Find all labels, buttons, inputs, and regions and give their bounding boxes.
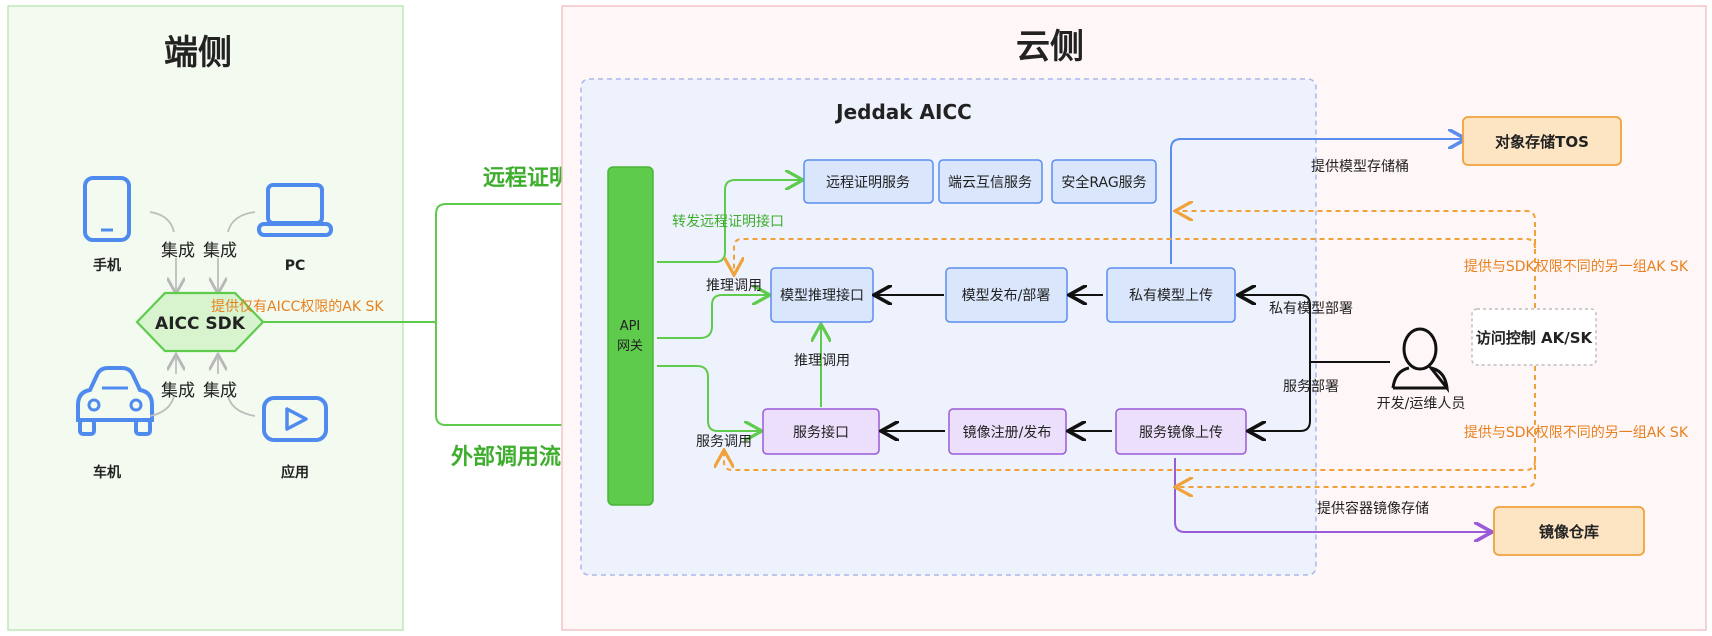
access-control-ak-sk-label: 访问控制 AK/SK [1476, 329, 1594, 347]
operator-label: 开发/运维人员 [1377, 396, 1466, 412]
api-gateway [607, 166, 654, 506]
car-label: 车机 [93, 464, 121, 481]
image-register-publish-label: 镜像注册/发布 [963, 425, 1052, 441]
model-storage-bucket-label: 提供模型存储桶 [1311, 159, 1409, 175]
integration-connectors [149, 211, 256, 417]
integrate-label-bottom-right: 集成 [203, 381, 237, 401]
image-storage-arrow [1174, 458, 1490, 532]
phone-icon [83, 176, 131, 242]
model-publish-deploy-label: 模型发布/部署 [962, 288, 1051, 304]
object-storage-tos-label: 对象存储TOS [1495, 133, 1589, 151]
secure-rag-service [1051, 159, 1157, 204]
cloud-side-title: 云侧 [1016, 27, 1084, 67]
image-registry-label: 镜像仓库 [1539, 523, 1599, 541]
edge-cloud-trust-service [938, 159, 1043, 204]
sdk-ak-sk-note: 提供仅有AICC权限的AK SK [211, 299, 384, 315]
jeddak-aicc-region [580, 78, 1317, 576]
container-image-storage-label: 提供容器镜像存储 [1317, 500, 1429, 517]
sdk-to-gateway-flow [263, 204, 604, 425]
laptop-icon [257, 183, 333, 237]
service-image-upload-label: 服务镜像上传 [1139, 425, 1223, 441]
image-registry [1493, 506, 1645, 556]
app-label: 应用 [281, 464, 309, 481]
edge-cloud-trust-service-label: 端云互信服务 [948, 175, 1032, 191]
integrate-label-bottom-left: 集成 [161, 381, 195, 401]
person-icon [1391, 327, 1450, 394]
other-ak-sk-label-bottom: 提供与SDK权限不同的另一组AK SK [1464, 425, 1689, 441]
model-inference-api-label: 模型推理接口 [780, 287, 864, 304]
remote-attestation-service-label: 远程证明服务 [826, 175, 910, 191]
other-ak-sk-label-top: 提供与SDK权限不同的另一组AK SK [1464, 259, 1689, 275]
device-side-title: 端侧 [164, 33, 232, 73]
infer-call-vertical-label: 推理调用 [794, 353, 850, 369]
integrate-label-top-left: 集成 [161, 241, 195, 261]
remote-attestation-flow-label: 远程证明 [483, 166, 571, 191]
model-storage-arrow [1170, 139, 1464, 264]
pipeline-arrows [876, 295, 1390, 431]
private-model-deploy-label: 私有模型部署 [1269, 301, 1353, 317]
service-api-label: 服务接口 [793, 424, 849, 441]
jeddak-aicc-title: Jeddak AICC [834, 100, 972, 124]
private-model-upload [1106, 267, 1236, 323]
access-control-ak-sk [1471, 308, 1597, 366]
car-icon [76, 366, 154, 436]
infer-call-label: 推理调用 [706, 278, 762, 294]
service-call-label: 服务调用 [696, 434, 752, 450]
api-gateway-label-line2: 网关 [617, 339, 643, 354]
phone-label: 手机 [93, 257, 121, 274]
secure-rag-service-label: 安全RAG服务 [1061, 174, 1146, 191]
ak-sk-dashed-flows [724, 211, 1536, 487]
gateway-connectors [657, 180, 821, 431]
private-model-upload-label: 私有模型上传 [1129, 288, 1213, 304]
integrate-label-top-right: 集成 [203, 241, 237, 261]
api-gateway-label-line1: API [620, 319, 641, 334]
forward-attestation-label: 转发远程证明接口 [672, 213, 784, 230]
pc-label: PC [285, 258, 306, 274]
app-play-icon [262, 396, 328, 442]
external-traffic-flow-label: 外部调用流量 [451, 444, 583, 470]
object-storage-tos [1462, 116, 1622, 166]
remote-attestation-service [803, 159, 934, 204]
service-deploy-label: 服务部署 [1283, 379, 1339, 395]
aicc-sdk-label: AICC SDK [155, 314, 246, 334]
